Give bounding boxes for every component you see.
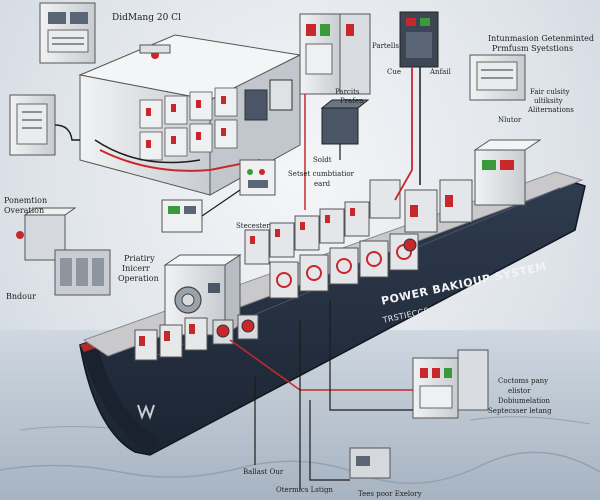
label-nlutor: Nlutor bbox=[498, 116, 522, 124]
label-setset-1: Setset cumbtiatior bbox=[288, 170, 354, 178]
label-anfail: Anfail bbox=[430, 68, 451, 76]
label-parcits-2: Prafen bbox=[340, 97, 364, 105]
label-bndour: Bndour bbox=[6, 292, 36, 301]
label-br-4: Septecsser letang bbox=[488, 407, 552, 415]
main-switchboard bbox=[78, 34, 302, 196]
label-priatiry-2: Inicerr bbox=[122, 264, 150, 273]
control-box bbox=[161, 159, 276, 233]
label-partells: Partells bbox=[372, 42, 399, 50]
label-top-right-title-1: Intunmasion Getenminted bbox=[488, 34, 594, 43]
label-stecester: Stecester bbox=[236, 222, 270, 230]
label-tees: Tees poor Exelory bbox=[358, 490, 422, 498]
label-top-right-title-2: Prmfusm Syetstions bbox=[492, 44, 574, 53]
label-fair-3: Aliternations bbox=[528, 106, 574, 114]
bottom-right-panels bbox=[349, 349, 489, 479]
label-cue: Cue bbox=[387, 68, 402, 76]
top-right-panels bbox=[299, 11, 526, 145]
wiring bbox=[229, 67, 421, 490]
label-fair-1: Fair culsity bbox=[530, 88, 570, 96]
label-priatiry-1: Priatiry bbox=[124, 254, 155, 263]
label-setset-2: eard bbox=[314, 180, 331, 188]
label-left-1: Ponemtion bbox=[4, 196, 48, 205]
label-fair-2: ultiksity bbox=[534, 97, 563, 105]
label-otermics: Otermics Lstign bbox=[276, 486, 333, 494]
device-left-lower bbox=[16, 207, 111, 296]
label-left-2: Overation bbox=[4, 206, 45, 215]
device-top-left bbox=[39, 2, 96, 64]
label-soldt: Soldt bbox=[313, 156, 332, 164]
label-br-1: Coctoms pany bbox=[498, 377, 549, 385]
label-top-title: DidMang 20 Cl bbox=[112, 13, 181, 23]
label-priatiry-3: Operation bbox=[118, 274, 159, 283]
label-parcits-1: Parcits bbox=[335, 88, 360, 96]
device-left-mid bbox=[9, 94, 80, 156]
deck-equipment bbox=[134, 139, 542, 361]
label-br-3: Dobiumelation bbox=[498, 397, 551, 405]
label-ballast: Ballast Our bbox=[243, 468, 284, 476]
label-br-2: elistor bbox=[508, 387, 531, 395]
